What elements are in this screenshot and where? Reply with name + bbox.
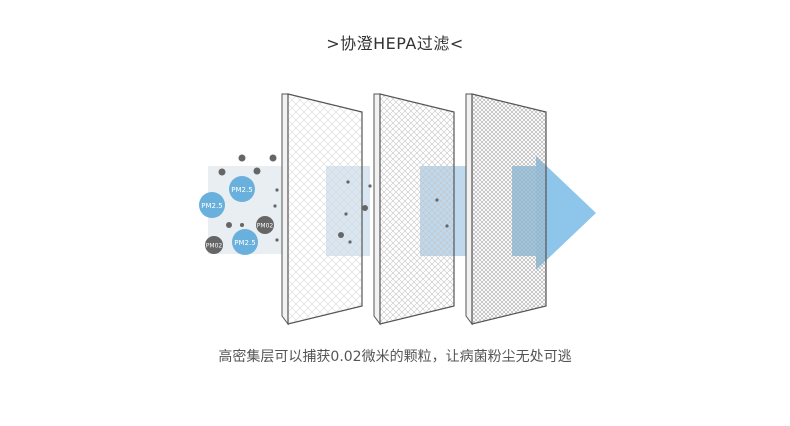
page-title: >协澄HEPA过滤< <box>326 34 464 53</box>
particle-pm02-a: PM02 <box>256 216 274 234</box>
particle-pm25-a: PM2.5 <box>229 176 255 202</box>
particle-pm25-b: PM2.5 <box>199 192 225 218</box>
particle-pm25-c: PM2.5 <box>232 229 258 255</box>
filter-layer-3 <box>465 93 547 326</box>
filter-layer-1 <box>281 93 363 326</box>
particle-label: PM02 <box>206 243 223 250</box>
particle-label: PM2.5 <box>231 186 252 194</box>
particle-label: PM02 <box>257 223 274 230</box>
particle-label: PM2.5 <box>201 202 222 210</box>
small-particles <box>218 154 449 244</box>
particle-pm02-b: PM02 <box>205 236 223 254</box>
filter-layer-2 <box>373 93 455 326</box>
particle-label: PM2.5 <box>234 239 255 247</box>
airflow-arrow-head <box>536 156 596 270</box>
description-caption: 高密集层可以捕获0.02微米的颗粒，让病菌粉尘无处可逃 <box>218 349 572 365</box>
